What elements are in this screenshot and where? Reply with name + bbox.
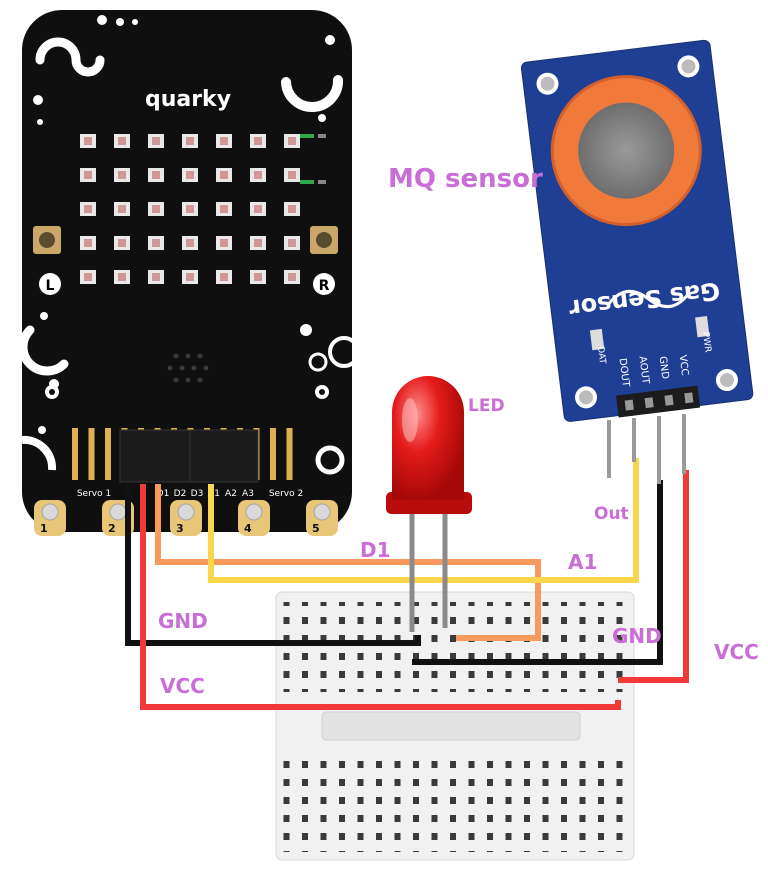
matrix-led-die — [288, 273, 296, 281]
pad-hole — [245, 503, 263, 521]
cloud-logo-icon — [607, 290, 690, 308]
header-label: A2 — [225, 489, 237, 499]
matrix-led-die — [118, 137, 126, 145]
edge-pad-label: 5 — [312, 522, 320, 535]
sensor-pin-header — [616, 385, 701, 418]
header-label: D2 — [174, 489, 187, 499]
header-label: D3 — [191, 489, 204, 499]
led-matrix — [80, 134, 300, 284]
label-gnd-right: GND — [612, 624, 662, 648]
wire-vcc-board — [140, 484, 621, 710]
pad-hole — [313, 503, 331, 521]
matrix-led-die — [152, 137, 160, 145]
label-d1: D1 — [360, 538, 391, 562]
matrix-led-die — [220, 205, 228, 213]
matrix-led-die — [84, 273, 92, 281]
wires — [125, 458, 689, 710]
header-pin — [270, 428, 276, 480]
label-vcc-left: VCC — [160, 674, 205, 698]
label-vcc-right: VCC — [714, 640, 759, 664]
board-brand: quarky — [145, 87, 231, 112]
sensor-pin-label: GND — [657, 356, 671, 380]
label-out: Out — [594, 504, 629, 524]
matrix-led-die — [254, 239, 262, 247]
button-right — [310, 226, 338, 254]
header-pin — [72, 428, 78, 480]
header-pin — [88, 428, 95, 480]
matrix-led-die — [152, 171, 160, 179]
sensor-led-label: PWR — [700, 331, 712, 353]
header-label: Servo 1 — [77, 489, 111, 499]
matrix-led-die — [288, 171, 296, 179]
matrix-led-die — [254, 205, 262, 213]
label-gnd-left: GND — [158, 609, 208, 633]
matrix-led-die — [118, 239, 126, 247]
matrix-led-die — [288, 239, 296, 247]
label-a1: A1 — [568, 550, 598, 574]
matrix-led-die — [152, 273, 160, 281]
matrix-led-die — [288, 205, 296, 213]
matrix-led-die — [186, 137, 194, 145]
label-mq-sensor: MQ sensor — [388, 164, 543, 194]
sensor-pin-label: AOUT — [636, 356, 650, 386]
edge-pad-label: 4 — [244, 522, 252, 535]
matrix-led-die — [254, 273, 262, 281]
header-label: Servo 2 — [269, 489, 303, 499]
header-pin — [286, 428, 293, 480]
matrix-led-die — [84, 205, 92, 213]
matrix-led-die — [84, 171, 92, 179]
buzzer — [167, 353, 209, 383]
button-left — [33, 226, 61, 254]
red-led — [386, 376, 472, 632]
button-left-label: L — [46, 278, 55, 294]
matrix-led-die — [220, 239, 228, 247]
matrix-led-die — [152, 205, 160, 213]
header-pin — [105, 428, 111, 480]
matrix-led-die — [84, 239, 92, 247]
matrix-led-die — [118, 171, 126, 179]
wire-gnd-board — [125, 484, 421, 646]
matrix-led-die — [152, 239, 160, 247]
button-right-label: R — [319, 278, 330, 294]
header-socket-right — [189, 429, 259, 483]
header-label: A3 — [242, 489, 254, 499]
wire-gnd-sensor — [412, 480, 663, 665]
logo-swirl-icon — [35, 37, 105, 77]
edge-pad-label: 1 — [40, 522, 48, 535]
matrix-led-die — [118, 273, 126, 281]
gas-sensor-mesh — [578, 102, 675, 199]
matrix-led-die — [254, 171, 262, 179]
wire-d1 — [155, 484, 541, 641]
wire-a1 — [208, 458, 639, 583]
matrix-led-die — [186, 205, 194, 213]
matrix-led-die — [288, 137, 296, 145]
pad-hole — [109, 503, 127, 521]
sensor-led-label: DAT — [595, 346, 607, 365]
header-label: D1 — [157, 489, 170, 499]
matrix-led-die — [220, 273, 228, 281]
matrix-led-die — [186, 239, 194, 247]
wire-vcc-sensor — [618, 470, 689, 683]
matrix-led-die — [118, 205, 126, 213]
pad-hole — [41, 503, 59, 521]
edge-pad-label: 3 — [176, 522, 184, 535]
matrix-led-die — [220, 171, 228, 179]
matrix-led-die — [220, 137, 228, 145]
matrix-led-die — [254, 137, 262, 145]
matrix-led-die — [186, 273, 194, 281]
breadboard — [275, 591, 635, 861]
sensor-pin-label: DOUT — [617, 357, 632, 388]
edge-pad-label: 2 — [108, 522, 116, 535]
pad-hole — [177, 503, 195, 521]
matrix-led-die — [186, 171, 194, 179]
sensor-pin-label: VCC — [677, 354, 690, 376]
label-led: LED — [468, 396, 505, 416]
header-socket-left — [119, 429, 191, 483]
matrix-led-die — [84, 137, 92, 145]
